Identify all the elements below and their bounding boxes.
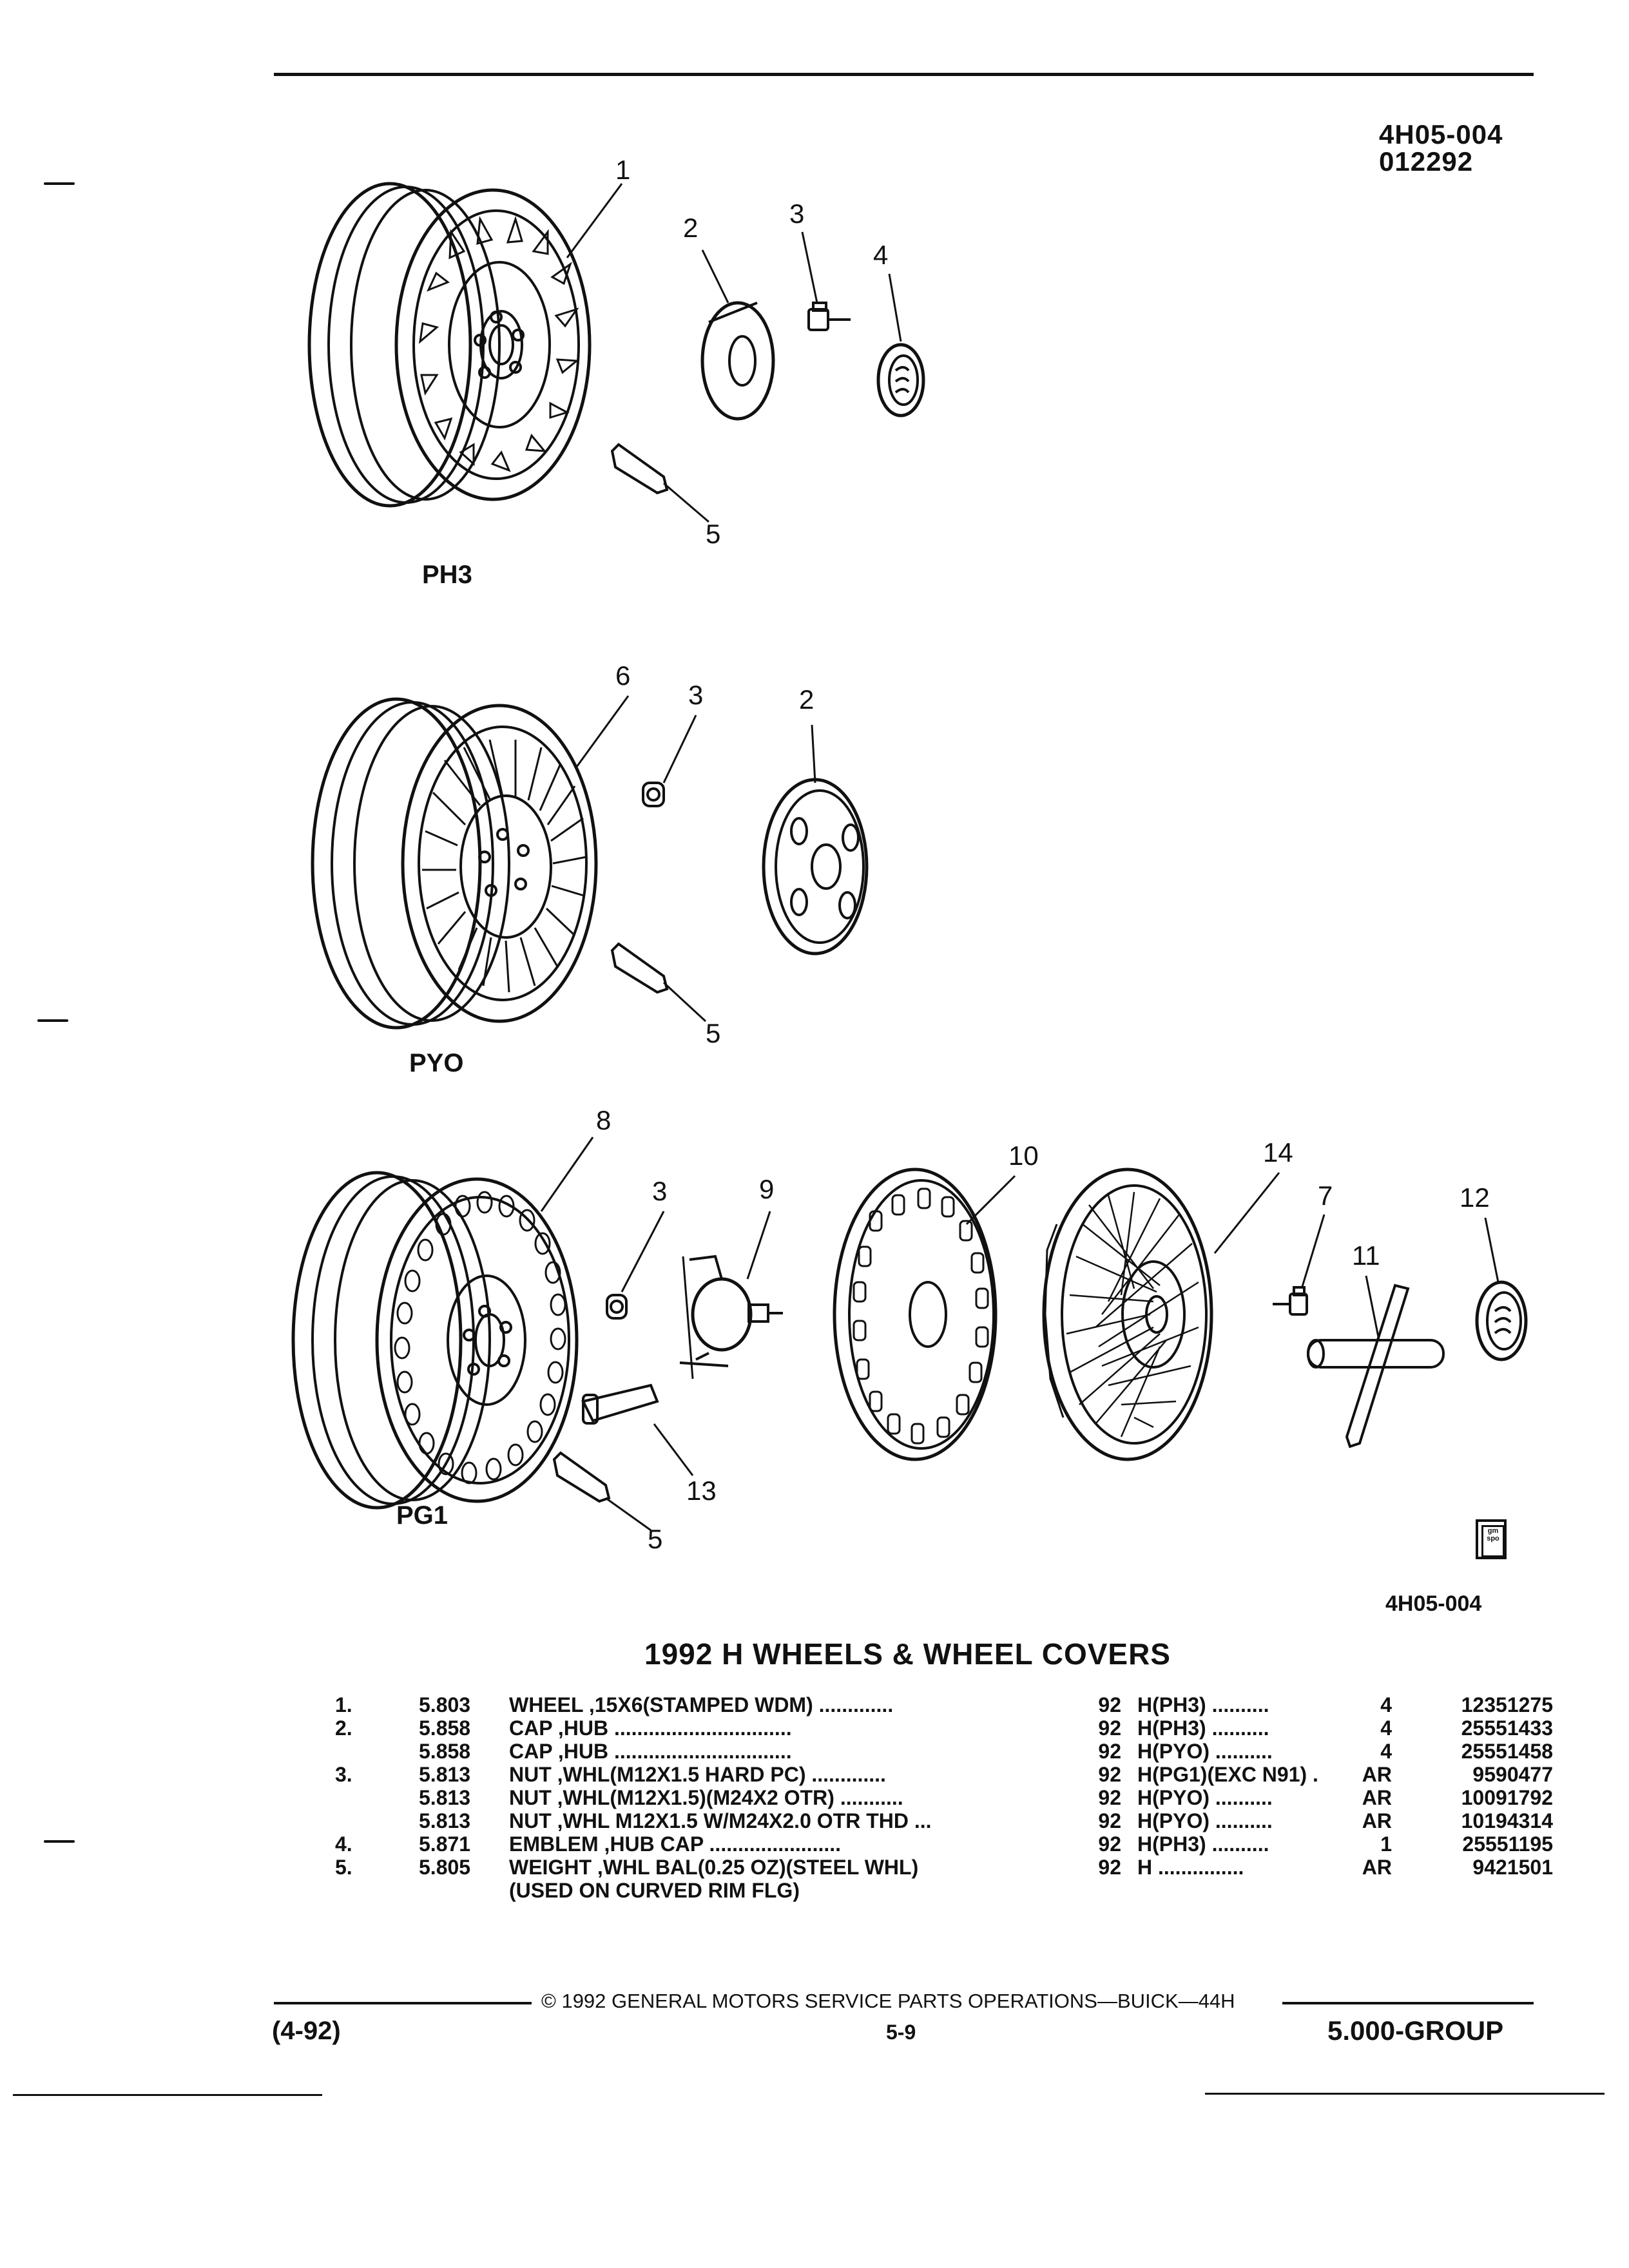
emblem-ph3 (876, 343, 925, 418)
lug-nut-7 (1273, 1286, 1308, 1316)
top-rule (274, 73, 1534, 76)
emblem-12 (1475, 1280, 1528, 1361)
gm-spo-logo: gm spo (1476, 1519, 1507, 1559)
callout-10: 10 (1008, 1140, 1039, 1171)
wheel-pyo (311, 697, 598, 1030)
footer-rule-left (274, 2002, 532, 2004)
callout-5: 5 (648, 1524, 663, 1554)
variant-label-pg1: PG1 (396, 1501, 448, 1530)
hub-cap-ph3 (700, 301, 775, 421)
parts-table-title: 1992 H WHEELS & WHEEL COVERS (644, 1637, 1171, 1671)
balance-weight-ph3 (610, 443, 669, 495)
valve-stem-13 (581, 1383, 659, 1425)
callout-13: 13 (686, 1475, 717, 1506)
callout-2: 2 (799, 684, 815, 715)
callout-11: 11 (1352, 1240, 1380, 1271)
callout-5: 5 (706, 1018, 721, 1048)
catalog-code: 4H05-004 (1379, 119, 1503, 149)
callout-7: 7 (1318, 1180, 1333, 1211)
group-number: 5.000-GROUP (1327, 2015, 1504, 2046)
variant-label-ph3: PH3 (422, 561, 472, 589)
revision-date: (4-92) (272, 2017, 341, 2045)
copyright-line: © 1992 GENERAL MOTORS SERVICE PARTS OPER… (541, 1990, 1235, 2012)
lug-nut-pyo (642, 782, 665, 807)
callout-4: 4 (873, 240, 889, 270)
lock-assembly (679, 1254, 783, 1379)
callout-14: 14 (1263, 1137, 1293, 1168)
wheel-ph3 (307, 182, 592, 508)
margin-tick (44, 1840, 75, 1843)
callout-12: 12 (1460, 1182, 1490, 1213)
callout-3: 3 (652, 1176, 668, 1206)
lug-nut-pg1 (606, 1294, 628, 1320)
wire-wheel-cover-14 (1042, 1168, 1213, 1461)
callout-3: 3 (688, 680, 704, 710)
date-code: 012292 (1379, 146, 1474, 177)
wheel-cover-10 (833, 1168, 998, 1461)
callout-8: 8 (596, 1105, 612, 1135)
balance-weight-pg1 (552, 1451, 611, 1503)
hub-cap-pyo (762, 778, 869, 956)
callout-5: 5 (706, 519, 721, 549)
callout-1: 1 (615, 155, 631, 185)
logo-mark: gm spo (1481, 1525, 1505, 1557)
wheel-pg1 (291, 1171, 579, 1510)
variant-label-pyo: PYO (409, 1049, 464, 1077)
lug-wrench-11 (1307, 1283, 1445, 1448)
callout-3: 3 (789, 198, 805, 229)
callout-2: 2 (683, 213, 699, 243)
footer-rule-right (1282, 2002, 1534, 2004)
margin-tick (44, 182, 75, 185)
callout-6: 6 (615, 660, 631, 691)
page-number: 5-9 (886, 2021, 916, 2044)
bottom-edge-rule (1205, 2093, 1605, 2095)
figure-code: 4H05-004 (1385, 1591, 1482, 1616)
bottom-edge-rule (13, 2094, 322, 2096)
balance-weight-pyo (610, 942, 669, 994)
callout-9: 9 (759, 1174, 775, 1204)
margin-tick (37, 1019, 68, 1022)
lug-nut-ph3 (807, 302, 851, 331)
table-row: (USED ON CURVED RIM FLG) (509, 1879, 800, 1902)
